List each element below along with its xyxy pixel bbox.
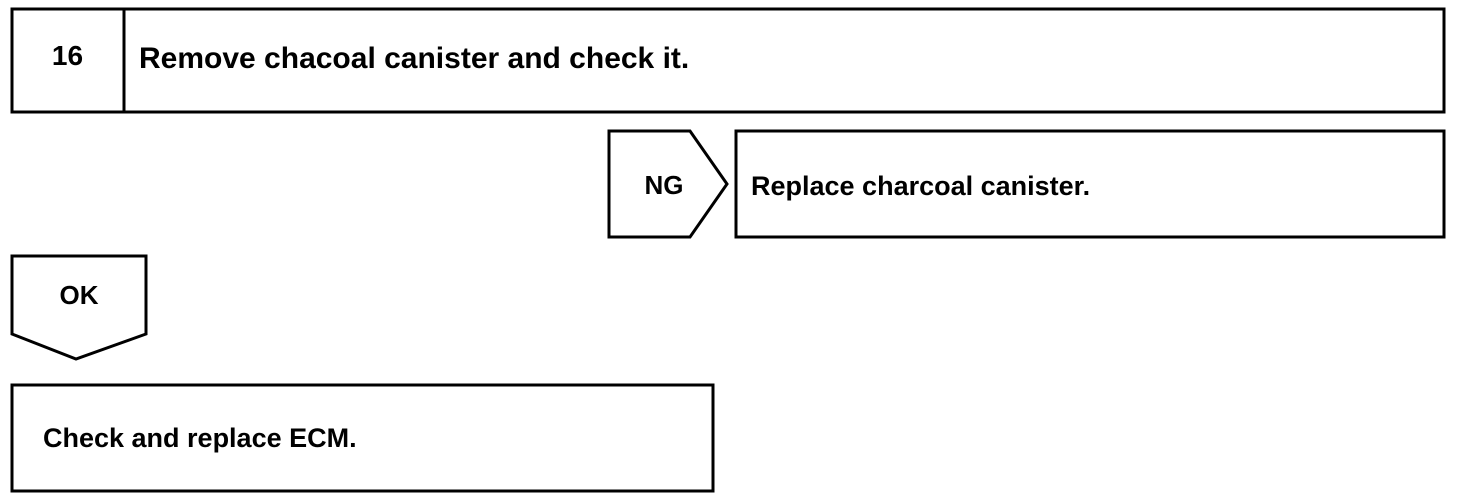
ng-label: NG (644, 170, 684, 200)
step-number: 16 (51, 40, 84, 71)
ng-result-box (734, 129, 1446, 239)
ok-result-text: Check and replace ECM. (43, 423, 357, 453)
step-box (10, 7, 1446, 114)
ng-arrow (607, 129, 729, 239)
step-title: Remove chacoal canister and check it. (139, 42, 690, 75)
ok-result-box (10, 383, 715, 493)
ok-arrow (10, 254, 148, 361)
ng-result-text: Replace charcoal canister. (751, 171, 1091, 201)
ok-label: OK (59, 280, 99, 310)
